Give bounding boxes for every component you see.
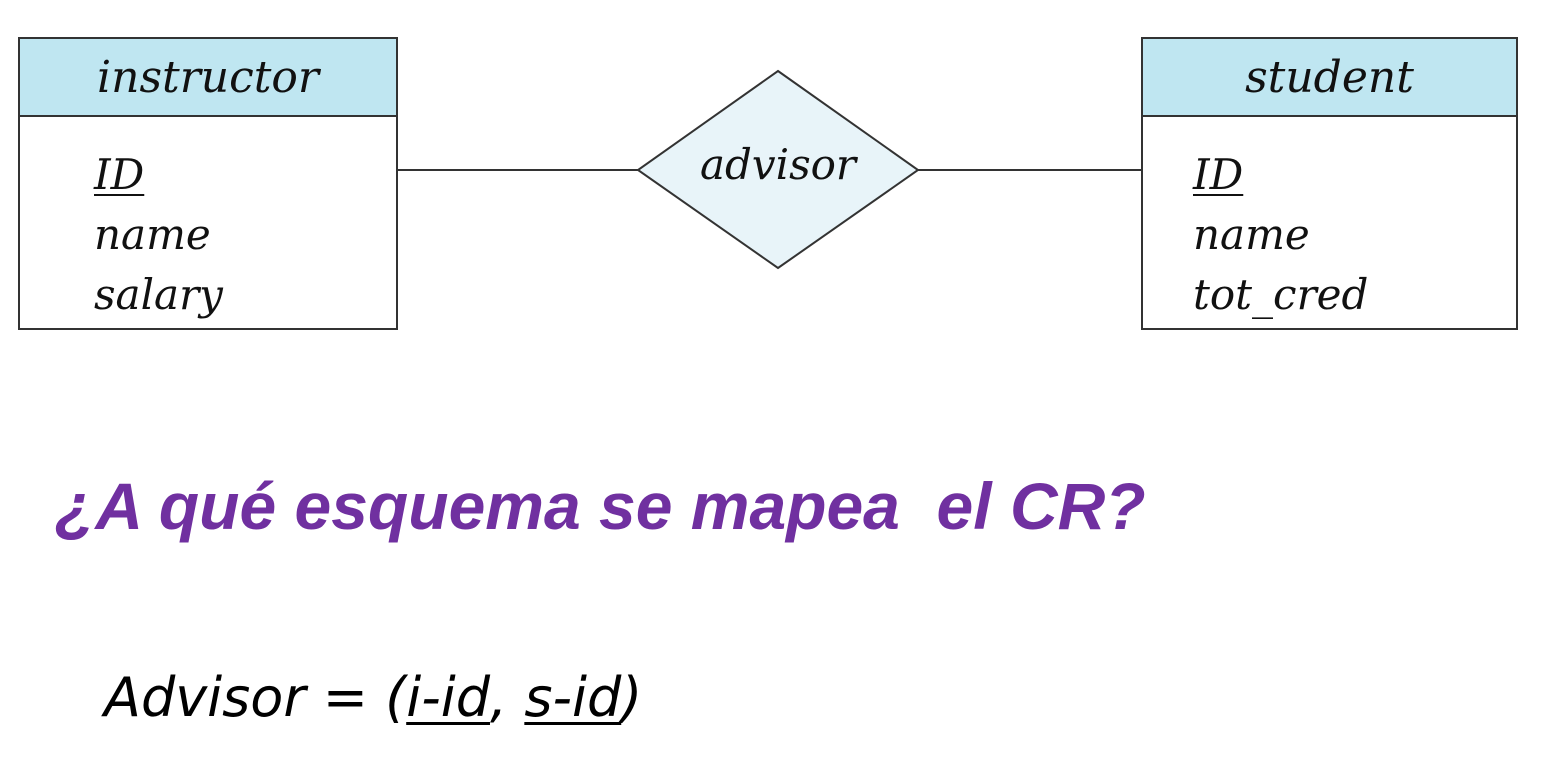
schema-prefix: Advisor = ( [104, 666, 407, 729]
advisor-schema: Advisor = (i-id, s-id) [104, 666, 642, 729]
schema-key-i-id: i-id [406, 666, 490, 729]
student-attribute-id: ID [1193, 150, 1244, 199]
student-attributes: ID name tot_cred [1143, 117, 1516, 325]
instructor-attribute-id: ID [94, 150, 145, 199]
instructor-attribute-name: name [94, 210, 211, 259]
instructor-attributes: ID name salary [20, 117, 396, 325]
instructor-entity-name: instructor [20, 39, 396, 117]
instructor-attribute-salary: salary [94, 270, 223, 319]
question-heading: ¿A qué esquema se mapea el CR? [55, 469, 1146, 543]
schema-separator: , [489, 666, 525, 729]
student-entity-name: student [1143, 39, 1516, 117]
student-attribute-name: name [1193, 210, 1310, 259]
schema-suffix: ) [621, 666, 643, 729]
advisor-relationship-diamond [636, 69, 920, 270]
schema-key-s-id: s-id [524, 666, 622, 729]
advisor-relationship-label: advisor [699, 140, 856, 189]
student-entity: student ID name tot_cred [1141, 37, 1518, 330]
student-attribute-tot-cred: tot_cred [1193, 270, 1369, 319]
instructor-entity: instructor ID name salary [18, 37, 398, 330]
